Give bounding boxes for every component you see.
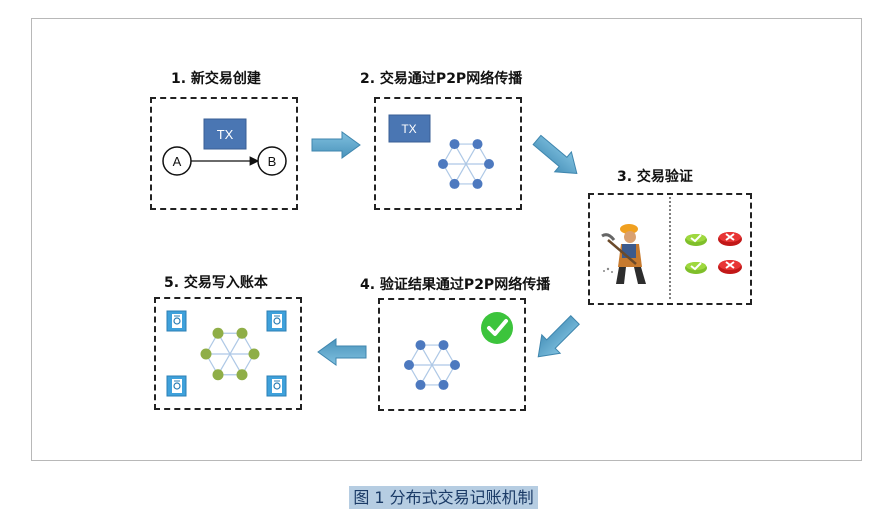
step2-content: TX [388, 114, 494, 189]
network-icon [438, 139, 494, 189]
network-link [419, 344, 445, 386]
node-a-label: A [173, 154, 182, 169]
cross-icon [718, 260, 742, 274]
network-link [217, 332, 243, 376]
figure-caption: 图 1 分布式交易记账机制 [0, 484, 887, 509]
step4-content [404, 312, 513, 390]
step2-title: 2. 交易通过P2P网络传播 [360, 71, 523, 87]
node-b-label: B [268, 154, 277, 169]
ledger-icon [266, 310, 287, 332]
network-node [438, 379, 449, 390]
ledger-icon [166, 310, 187, 332]
step3-content [601, 197, 742, 301]
flow-arrow-icon [532, 134, 578, 174]
node-a [162, 146, 192, 176]
step3-title: 3. 交易验证 [617, 169, 693, 185]
caption-text: 图 1 分布式交易记账机制 [349, 486, 538, 509]
miner-icon [601, 224, 646, 284]
network-node [472, 139, 483, 150]
flow-arrow-icon [317, 338, 367, 366]
ledger-icon [166, 375, 187, 397]
network-node [248, 348, 260, 360]
network-node [212, 369, 224, 381]
network-node [236, 327, 248, 339]
step2-box [374, 97, 522, 210]
network-node [438, 159, 448, 169]
network-node [472, 178, 483, 189]
flow-arrow-icon [311, 131, 361, 159]
step5-title: 5. 交易写入账本 [164, 275, 268, 291]
network-node [200, 348, 212, 360]
network-node [438, 340, 449, 351]
flow-arrow-icon [537, 315, 580, 358]
tx-box [388, 114, 431, 143]
check-icon [685, 234, 707, 246]
network-icon [200, 327, 260, 381]
network-node [212, 327, 224, 339]
tx-label: TX [401, 122, 416, 136]
network-node [450, 360, 460, 370]
network-node [415, 340, 426, 351]
network-node [236, 369, 248, 381]
step1-title: 1. 新交易创建 [171, 71, 261, 87]
network-icon [404, 340, 460, 390]
tx-label: TX [217, 127, 234, 142]
cross-icon [718, 232, 742, 246]
step1-content: TX A B [162, 118, 287, 176]
network-node [484, 159, 494, 169]
step4-title: 4. 验证结果通过P2P网络传播 [360, 277, 551, 293]
ledger-icon [266, 375, 287, 397]
network-node [404, 360, 414, 370]
check-icon [685, 262, 707, 274]
tx-box [203, 118, 247, 150]
step5-content [166, 310, 287, 397]
network-node [449, 178, 460, 189]
network-node [415, 379, 426, 390]
step4-box [378, 298, 526, 411]
node-b [257, 146, 287, 176]
network-link [453, 143, 479, 185]
network-node [449, 139, 460, 150]
check-icon [481, 312, 513, 344]
